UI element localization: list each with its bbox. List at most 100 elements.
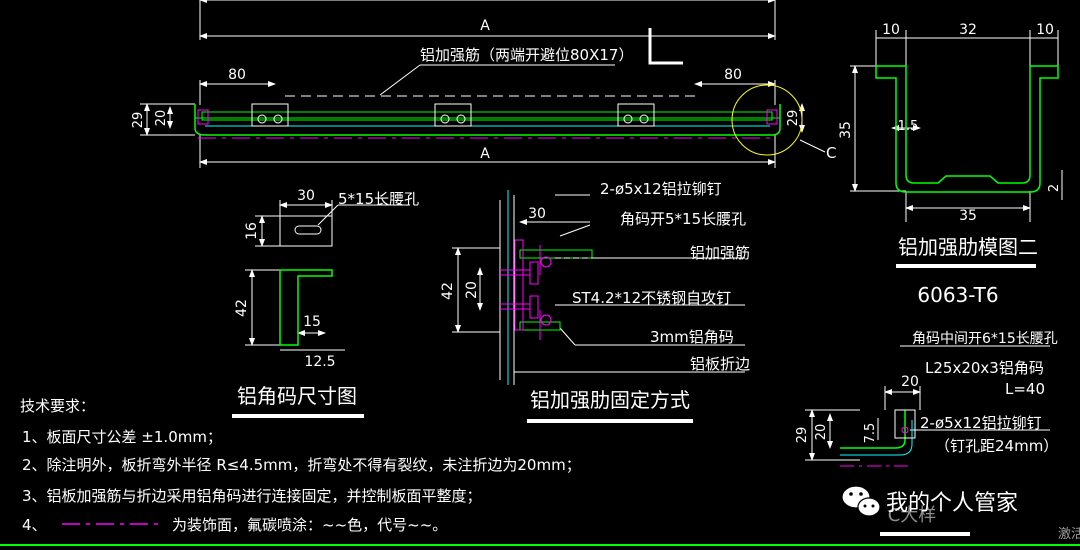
bracket-note: 3mm铝角码 (650, 328, 734, 346)
watermark-text: 我的个人管家 (886, 491, 1018, 516)
rivet-note: 2-ø5x12铝拉铆钉 (600, 180, 722, 198)
leader-stiffener (379, 64, 421, 96)
label-20-v: 20 (814, 424, 829, 441)
fixing-method-lines (452, 190, 745, 385)
rivet-pitch: （钉孔距24mm） (935, 437, 1058, 455)
tech-heading: 技术要求： (20, 397, 95, 415)
detail-c-title-underline (880, 532, 970, 536)
label-30: 30 (528, 206, 546, 222)
label-42: 42 (440, 282, 456, 300)
label-29-right: 29 (786, 110, 801, 127)
label-35-bottom: 35 (959, 208, 977, 224)
label-a-top: A (480, 18, 490, 34)
slot-hole (294, 225, 322, 235)
label-29: 29 (795, 427, 810, 444)
angle-bracket-1 (251, 103, 289, 127)
tech-item-4-text: 为装饰面，氟碳喷涂：~~色，代号~~。 (172, 516, 447, 534)
fixing-method-title-underline (527, 419, 693, 423)
stiffener-profile-labels: 10 32 10 35 1.5 2 35 铝加强肋模图二 6063-T6 (838, 22, 1062, 307)
rivet-detail (901, 426, 909, 434)
angle-bracket-title: 铝角码尺寸图 (237, 384, 357, 408)
label-1-5: 1.5 (898, 119, 919, 134)
fixing-method-labels: 2-ø5x12铝拉铆钉 30 角码开5*15长腰孔 铝加强筋 42 20 ST4… (440, 180, 750, 412)
label-16: 16 (244, 222, 260, 240)
label-35-height: 35 (838, 121, 854, 139)
label-a-bottom: A (480, 146, 490, 162)
angle-bracket-3 (617, 103, 655, 127)
panel-flange-detail (840, 420, 913, 456)
label-20-left: 20 (154, 110, 169, 127)
stiffener-note: 铝加强筋（两端开避位80X17） (420, 46, 633, 64)
detail-rivet-note: 2-ø5x12铝拉铆钉 (920, 414, 1042, 432)
fixing-method-title: 铝加强肋固定方式 (530, 388, 690, 412)
leader-bracket (559, 327, 576, 346)
angle-bracket-detail (894, 409, 916, 439)
detail-c-title: C大样 (888, 505, 937, 526)
flange-note: 铝板折边 (690, 355, 750, 373)
screw-note: ST4.2*12不锈钢自攻钉 (572, 289, 731, 307)
detail-slot-note: 角码中间开6*15长腰孔 (912, 331, 1058, 347)
label-10-right: 10 (1036, 22, 1054, 38)
tech-item-4-prefix: 4、 (22, 516, 47, 534)
leader-c (799, 139, 826, 153)
watermark: 我的个人管家 激活 (841, 485, 1080, 542)
leader-slot (559, 224, 591, 237)
bracket-section (279, 269, 333, 346)
stiffener-profile-title: 铝加强肋模图二 (898, 235, 1038, 259)
stiffener-profile-dims (850, 30, 1063, 222)
stiffener-bar (201, 111, 773, 121)
label-29-left: 29 (131, 112, 146, 129)
label-20: 20 (464, 281, 480, 299)
label-30: 30 (297, 188, 315, 204)
label-7-5: 7.5 (863, 423, 878, 444)
slot-label: 5*15长腰孔 (338, 190, 419, 208)
panel-edge-detail (840, 410, 906, 449)
label-12-5: 12.5 (304, 354, 335, 370)
main-view-labels: A A 80 80 29 20 29 铝加强筋（两端开避位80X17） C (131, 18, 836, 162)
tech-item-3: 3、铝板加强筋与折边采用铝角码进行连接固定，并控制板面平整度； (22, 487, 482, 505)
panel-outline (194, 104, 781, 136)
bracket-length: L=40 (1005, 380, 1045, 398)
detail-c-lines (805, 345, 1050, 461)
angle-bracket-shapes (279, 215, 333, 346)
tech-item-2: 2、除注明外，板折弯外半径 R≤4.5mm，折弯处不得有裂纹，未注折边为20mm… (22, 456, 581, 474)
stiffener-profile-shape (875, 65, 1059, 193)
angle-bracket-title-underline (232, 414, 364, 418)
wechat-icon (841, 485, 881, 517)
detail-c-label: C (826, 144, 836, 162)
stiffener-profile-title-underline (896, 264, 1036, 268)
label-32: 32 (959, 22, 977, 38)
end-bracket-right (766, 109, 778, 125)
rivet-1 (500, 261, 539, 285)
angle-bracket-labels: 30 5*15长腰孔 16 42 15 12.5 铝角码尺寸图 (234, 188, 419, 408)
main-view (140, 0, 826, 168)
detail-c-labels: 角码中间开6*15长腰孔 20 L25x20x3铝角码 L=40 29 20 7… (795, 331, 1058, 526)
detail-c-parts (840, 409, 916, 467)
end-bracket-left (197, 109, 209, 125)
detail-c-circle (731, 84, 803, 156)
label-10-left: 10 (882, 22, 900, 38)
stiffener-top-flange (519, 249, 593, 259)
bracket-plan (279, 215, 333, 247)
bracket-spec: L25x20x3铝角码 (925, 359, 1044, 377)
angle-bracket-2 (434, 103, 472, 127)
main-panel (194, 28, 803, 156)
section-mark-l (648, 28, 683, 65)
watermark-corner: 激活 (1058, 527, 1080, 542)
bracket-vertical-leg (514, 239, 524, 331)
label-20: 20 (901, 374, 919, 390)
tech-item-1: 1、板面尺寸公差 ±1.0mm； (22, 428, 222, 446)
rivet-2 (500, 295, 539, 319)
label-2: 2 (1047, 184, 1062, 192)
leader-slot (317, 204, 339, 226)
label-80-right: 80 (724, 67, 742, 83)
alloy-grade: 6063-T6 (917, 283, 998, 307)
fixing-method-parts (500, 239, 600, 340)
label-15: 15 (303, 314, 321, 330)
technical-requirements: 技术要求： 1、板面尺寸公差 ±1.0mm； 2、除注明外，板折弯外半径 R≤4… (20, 397, 581, 534)
label-42: 42 (234, 299, 250, 317)
stiffener-note: 铝加强筋 (690, 244, 750, 262)
self-tapping-screw (539, 245, 552, 340)
angle-bracket-dims (245, 200, 410, 351)
